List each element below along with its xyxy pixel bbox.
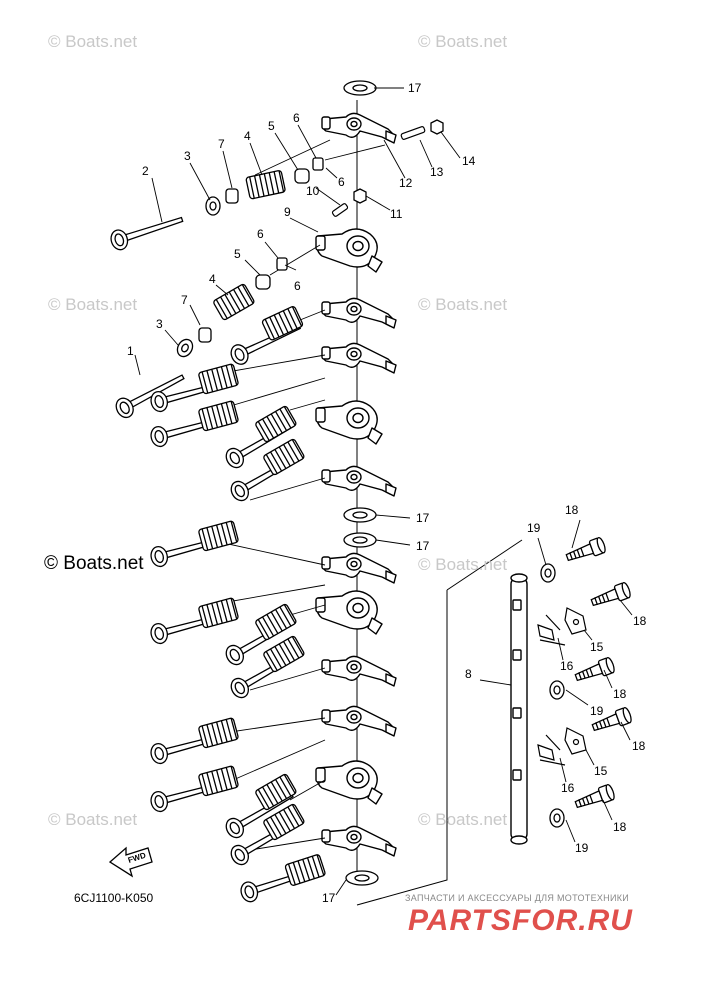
callout-7-second: 7	[181, 293, 188, 307]
callout-19-c: 19	[575, 841, 589, 855]
fwd-arrow-icon: FWD	[108, 846, 153, 878]
watermark-top-right: © Boats.net	[418, 32, 508, 51]
watermark-lower-right: © Boats.net	[418, 555, 508, 574]
callout-18-c: 18	[613, 687, 627, 701]
callout-3-top: 3	[184, 149, 191, 163]
shop-tagline: ЗАПЧАСТИ И АКСЕССУАРЫ ДЛЯ МОТОТЕХНИКИ	[405, 893, 630, 903]
callout-11: 11	[390, 207, 403, 221]
callout-12: 12	[399, 176, 413, 190]
callout-17-mid-b: 17	[416, 539, 430, 553]
callout-19-b: 19	[590, 704, 604, 718]
callout-leaders	[134, 87, 633, 896]
callout-8: 8	[465, 667, 472, 681]
assembly-leaders	[209, 139, 386, 851]
watermark-bottom-right: © Boats.net	[418, 810, 508, 829]
callout-10: 10	[306, 184, 320, 198]
callout-6-d: 6	[294, 279, 301, 293]
callout-13: 13	[430, 165, 444, 179]
assembled-valves	[148, 362, 327, 905]
rocker-arm-stack	[315, 112, 397, 857]
rocker-shaft-axis	[356, 100, 523, 906]
watermark-main: © Boats.net	[44, 553, 144, 574]
callout-9: 9	[284, 205, 291, 219]
callout-18-e: 18	[613, 820, 627, 834]
callout-16-b: 16	[561, 781, 575, 795]
callout-15-a: 15	[590, 640, 604, 654]
shaft-fasteners	[537, 536, 634, 828]
callout-2: 2	[142, 164, 149, 178]
diagram-code: 6CJ1100-K050	[74, 891, 154, 905]
callout-4-second: 4	[209, 272, 216, 286]
watermark-mid-left: © Boats.net	[48, 295, 138, 314]
callout-17-mid-a: 17	[416, 511, 430, 525]
watermark-bottom-left: © Boats.net	[48, 810, 138, 829]
callout-18-b: 18	[633, 614, 647, 628]
callout-17-top: 17	[408, 81, 422, 95]
callout-7-top: 7	[218, 137, 225, 151]
callout-19-a: 19	[527, 521, 541, 535]
callout-4-top: 4	[244, 129, 251, 143]
callout-labels: 17 2 3 7 4 5 6 6 10 9 12 13 14 11 6 6 5 …	[127, 81, 647, 905]
callout-5-second: 5	[234, 247, 241, 261]
callout-6-c: 6	[257, 227, 264, 241]
callout-14: 14	[462, 154, 476, 168]
watermark-top-left: © Boats.net	[48, 32, 138, 51]
callout-5-top: 5	[268, 119, 275, 133]
watermark-mid-right: © Boats.net	[418, 295, 508, 314]
rocker-shaft	[510, 573, 528, 845]
callout-17-bottom: 17	[322, 891, 336, 905]
callout-3-second: 3	[156, 317, 163, 331]
callout-18-a: 18	[565, 503, 579, 517]
valve-train-top	[107, 80, 444, 253]
callout-6-b: 6	[338, 175, 345, 189]
callout-16-a: 16	[560, 659, 574, 673]
callout-6-a: 6	[293, 111, 300, 125]
callout-18-d: 18	[632, 739, 646, 753]
shop-brand-logo: PARTSFOR.RU	[408, 904, 633, 937]
callout-15-b: 15	[594, 764, 608, 778]
valve-train-second	[112, 257, 305, 422]
callout-1: 1	[127, 344, 134, 358]
